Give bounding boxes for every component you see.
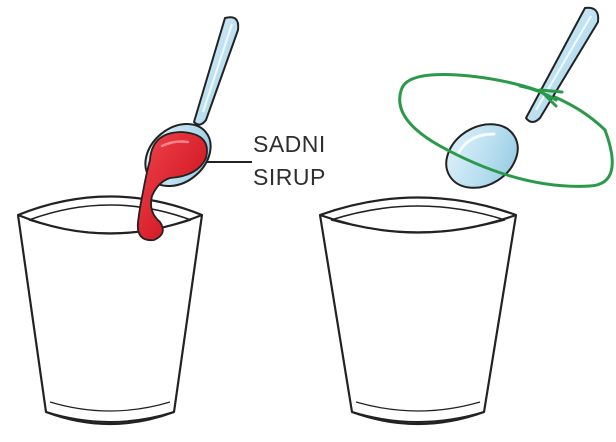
- syrup-label-line2: SIRUP: [253, 161, 373, 194]
- syrup-label-line1: SADNI: [253, 128, 373, 161]
- syrup-label: SADNI SIRUP: [253, 128, 373, 194]
- left-cup: [18, 197, 202, 425]
- spoon-with-syrup: [133, 17, 238, 240]
- spinning-spoon: [434, 8, 598, 201]
- right-cup: [320, 198, 516, 425]
- rotation-ring-back: [402, 75, 605, 131]
